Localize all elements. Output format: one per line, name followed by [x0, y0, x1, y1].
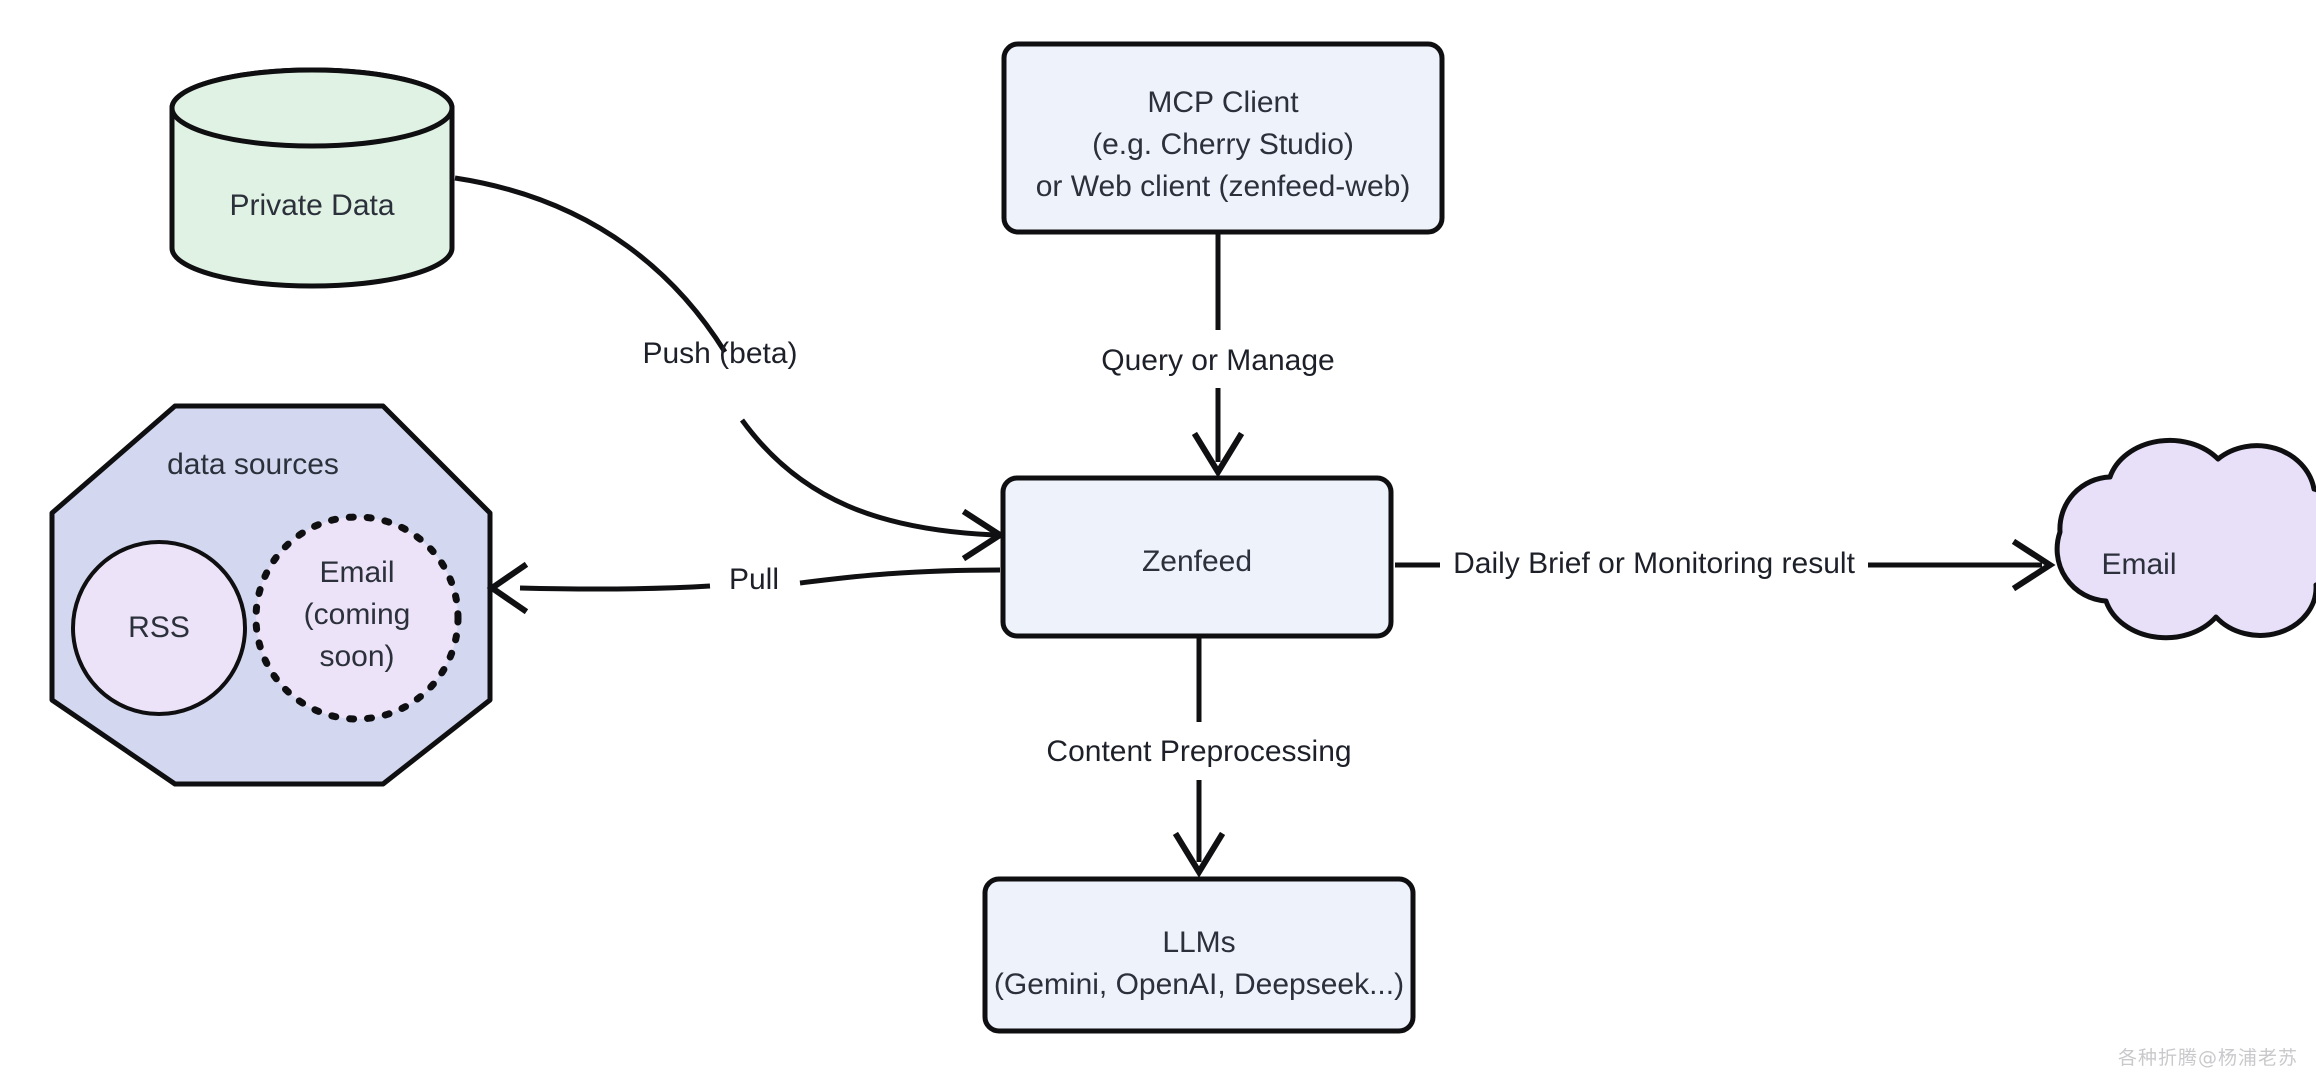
email-source-label-line1: Email [319, 556, 394, 589]
watermark: 各种折腾@杨浦老苏 [2117, 1047, 2298, 1069]
email-output-label: Email [2101, 548, 2176, 581]
node-private-data[interactable]: Private Data [169, 67, 455, 289]
edge-push-line-lower [739, 418, 996, 538]
llms-label-line2: (Gemini, OpenAI, Deepseek...) [994, 968, 1404, 1001]
data-sources-label: data sources [167, 448, 339, 481]
node-email-output[interactable]: Email [2054, 437, 2316, 641]
edge-query: Query or Manage [1101, 234, 1335, 478]
zenfeed-box [1000, 475, 1394, 639]
edge-brief-arrowhead [2011, 538, 2056, 592]
edge-push-line-upper [454, 175, 728, 354]
node-llms[interactable]: LLMs (Gemini, OpenAI, Deepseek...) [982, 876, 1416, 1034]
node-mcp-client[interactable]: MCP Client (e.g. Cherry Studio) or Web c… [1001, 41, 1445, 235]
rss-circle [71, 540, 247, 716]
edge-push-arrowhead [961, 508, 1006, 562]
edge-preprocess-label: Content Preprocessing [1046, 735, 1351, 768]
mcp-client-box [1001, 41, 1445, 235]
edge-query-arrowhead [1191, 431, 1245, 478]
edge-pull-arrowhead [486, 561, 529, 615]
llms-box [982, 876, 1416, 1034]
edge-push-label: Push (beta) [642, 337, 797, 370]
edge-pull-line-right [799, 567, 1001, 586]
mcp-client-label-line3: or Web client (zenfeed-web) [1036, 170, 1411, 203]
mcp-client-label-line2: (e.g. Cherry Studio) [1092, 128, 1354, 161]
email-cloud-shape [2054, 437, 2316, 641]
edge-pull: Pull [486, 561, 1001, 615]
edge-pull-label: Pull [729, 563, 779, 596]
node-zenfeed[interactable]: Zenfeed [1000, 475, 1394, 639]
private-data-label: Private Data [229, 189, 394, 222]
email-source-label-line2: (coming [304, 598, 411, 631]
edge-daily-brief: Daily Brief or Monitoring result [1395, 538, 2056, 592]
edge-brief-label: Daily Brief or Monitoring result [1453, 547, 1855, 580]
mcp-client-label-line1: MCP Client [1147, 86, 1299, 119]
node-rss[interactable]: RSS [71, 540, 247, 716]
email-source-label-line3: soon) [319, 640, 394, 673]
zenfeed-label: Zenfeed [1142, 545, 1252, 578]
edge-pull-line-left [519, 583, 711, 592]
llms-label-line1: LLMs [1162, 926, 1235, 959]
edge-query-label: Query or Manage [1101, 344, 1334, 377]
node-data-sources[interactable]: data sources RSS Email (coming soon) [49, 403, 493, 787]
edge-preprocess-arrowhead [1172, 831, 1226, 878]
rss-label: RSS [128, 611, 190, 644]
edge-push: Push (beta) [454, 175, 1006, 562]
email-source-circle [252, 513, 462, 723]
private-data-cylinder-top [169, 67, 455, 149]
node-email-source[interactable]: Email (coming soon) [252, 513, 462, 723]
edge-preprocess: Content Preprocessing [1046, 638, 1352, 878]
